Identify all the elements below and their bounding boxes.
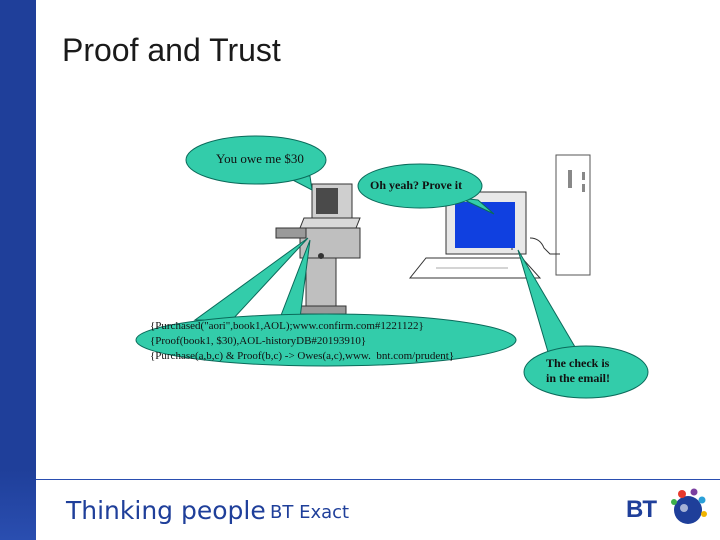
- bubble-reply-text: The check is in the email!: [546, 356, 610, 386]
- bubble-demand-text: You owe me $30: [216, 151, 304, 166]
- bt-logo-text: BT: [626, 496, 657, 523]
- slide-title: Proof and Trust: [62, 32, 281, 68]
- right-computer: [408, 154, 591, 279]
- bubble-proof: [135, 313, 517, 367]
- bubble-challenge: [357, 163, 495, 215]
- left-accent-bar: [0, 0, 36, 540]
- reply-line: in the email!: [546, 371, 610, 385]
- bt-logo: BT: [618, 486, 708, 534]
- reply-line: The check is: [546, 356, 610, 370]
- footer-divider: [36, 479, 720, 480]
- bubble-challenge-text: Oh yeah? Prove it: [370, 178, 463, 192]
- footer-tagline: Thinking people: [66, 496, 266, 525]
- footer-product: BT Exact: [270, 502, 350, 523]
- proof-line: {Proof(book1, $30),AOL-historyDB#2019391…: [150, 335, 367, 347]
- bubble-proof-text: {Purchased("aori",book1,AOL);www.confirm…: [150, 319, 454, 364]
- proof-line: {Purchase(a,b,c) & Proof(b,c) -> Owes(a,…: [150, 350, 455, 362]
- bt-globe-icon: [671, 488, 707, 524]
- proof-line: {Purchased("aori",book1,AOL);www.confirm…: [150, 320, 424, 332]
- bubble-reply: [523, 345, 649, 399]
- bubble-demand: [185, 135, 327, 191]
